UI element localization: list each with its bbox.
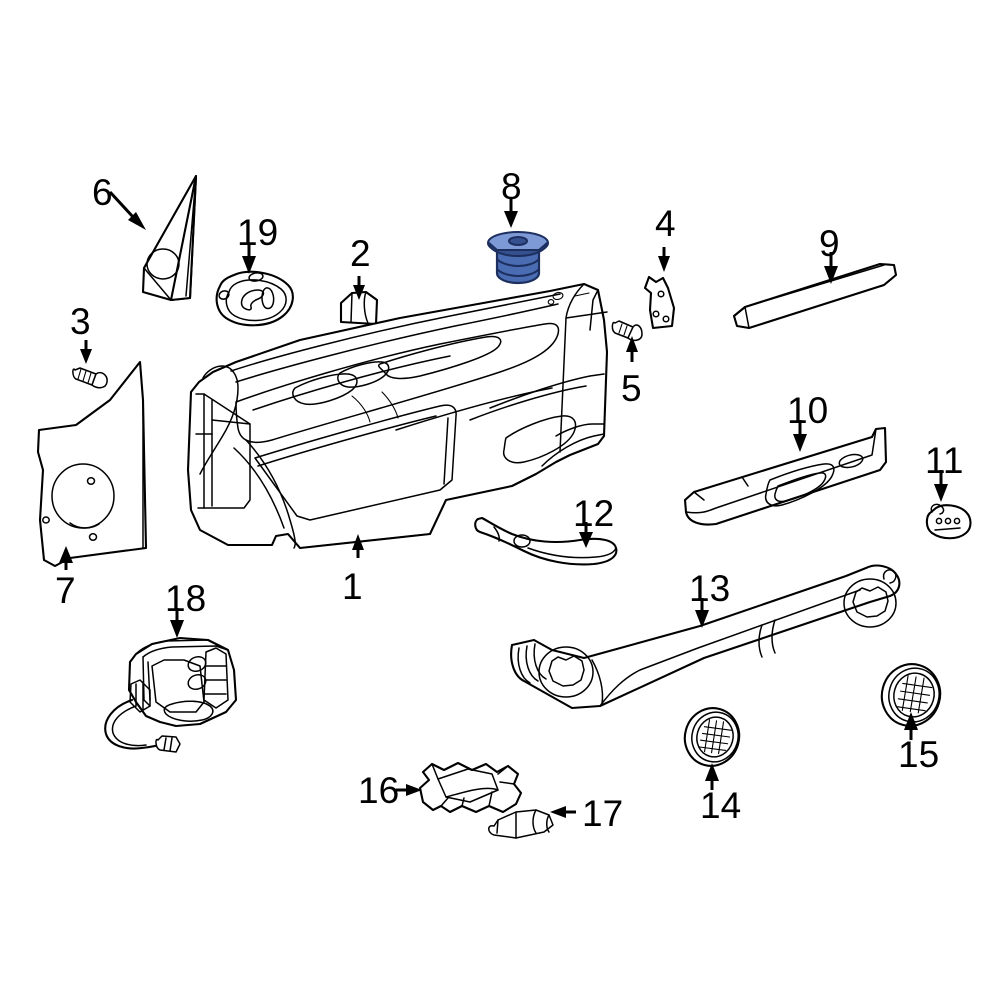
callout-number-18: 18 (165, 578, 207, 619)
callout-number-7: 7 (55, 570, 76, 611)
callout-number-8: 8 (501, 166, 522, 207)
callout-number-5: 5 (621, 368, 642, 409)
part-3-screw (72, 367, 108, 389)
part-11-lamp-lens-cap (925, 503, 972, 540)
callout-number-9: 9 (819, 223, 840, 264)
callout-number-4: 4 (655, 203, 676, 244)
part-4-bracket (643, 275, 676, 330)
part-5-push-pin-retainer (611, 320, 643, 342)
callout-number-12: 12 (573, 493, 615, 534)
part-14-speaker-grille-small (683, 707, 741, 767)
part-9-upper-applique-molding (732, 262, 898, 330)
part-17-pin-fastener (488, 809, 554, 839)
callout-number-15: 15 (898, 734, 940, 775)
part-12-inner-pull-handle (474, 516, 618, 566)
leader-lines (59, 190, 948, 818)
callout-number-16: 16 (358, 770, 400, 811)
part-16-retainer-clip (418, 761, 523, 814)
callout-number-13: 13 (689, 568, 731, 609)
callout-number-11: 11 (925, 440, 964, 481)
part-8-grommet-plug (487, 231, 549, 285)
callout-number-3: 3 (70, 301, 91, 342)
part-19-inside-handle-bezel (215, 270, 294, 327)
callout-number-10: 10 (787, 390, 829, 431)
part-15-speaker-grille-large (880, 663, 942, 727)
part-1-door-trim-panel (186, 282, 609, 550)
callout-number-14: 14 (700, 785, 742, 826)
part-10-armrest-switch-bezel (683, 426, 888, 526)
part-13-armrest-grab-handle (510, 564, 901, 710)
callout-number-6: 6 (92, 172, 113, 213)
part-18-window-switch-assembly (104, 636, 238, 753)
part-7-lower-trim-cover (36, 360, 148, 568)
callout-number-2: 2 (350, 233, 371, 274)
callout-number-1: 1 (342, 566, 363, 607)
callout-number-17: 17 (582, 793, 624, 834)
part-6-mirror-sail-cover (141, 174, 198, 302)
callout-number-19: 19 (237, 212, 279, 253)
